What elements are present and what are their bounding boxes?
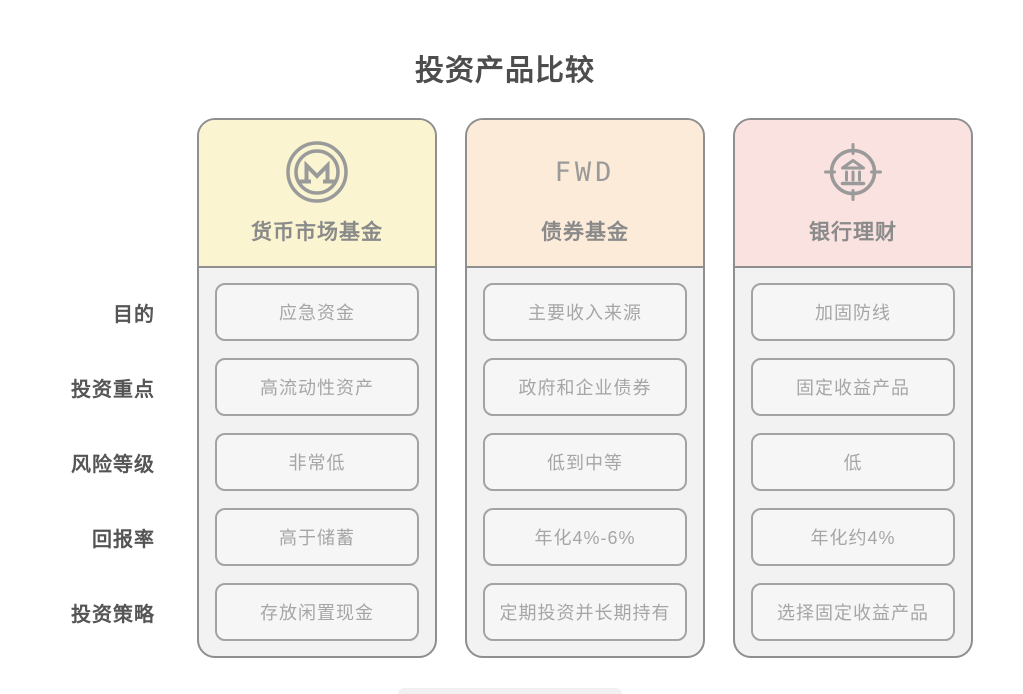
product-column-bank-wealth-management: 银行理财 加固防线 固定收益产品 低 年化约4% 选择固定收益产品 [733, 118, 973, 658]
product-body: 应急资金 高流动性资产 非常低 高于储蓄 存放闲置现金 [199, 268, 435, 656]
product-header: FWD 债券基金 [467, 120, 703, 268]
cell-purpose: 应急资金 [215, 283, 419, 341]
cell-risk-level: 非常低 [215, 433, 419, 491]
row-label-investment-strategy: 投资策略 [71, 603, 155, 626]
cell-purpose: 主要收入来源 [483, 283, 687, 341]
cell-return-rate: 高于储蓄 [215, 508, 419, 566]
page-title: 投资产品比较 [414, 55, 596, 87]
product-title: 银行理财 [809, 221, 897, 244]
row-label-return-rate: 回报率 [92, 528, 155, 551]
cell-investment-focus: 政府和企业债券 [483, 358, 687, 416]
product-body: 加固防线 固定收益产品 低 年化约4% 选择固定收益产品 [735, 268, 971, 656]
cell-return-rate: 年化约4% [751, 508, 955, 566]
cell-risk-level: 低到中等 [483, 433, 687, 491]
row-label-purpose: 目的 [113, 303, 155, 326]
cell-risk-level: 低 [751, 433, 955, 491]
cell-investment-focus: 高流动性资产 [215, 358, 419, 416]
product-column-money-market-fund: 货币市场基金 应急资金 高流动性资产 非常低 高于储蓄 存放闲置现金 [197, 118, 437, 658]
cell-purpose: 加固防线 [751, 283, 955, 341]
cutoff-box-top-edge [398, 688, 622, 694]
product-header: 货币市场基金 [199, 120, 435, 268]
monero-circle-m-icon [285, 140, 349, 204]
row-label-investment-focus: 投资重点 [71, 378, 155, 401]
product-column-bond-fund: FWD 债券基金 主要收入来源 政府和企业债券 低到中等 年化4%-6% 定期投… [465, 118, 705, 658]
row-label-risk-level: 风险等级 [71, 453, 155, 476]
bank-target-icon [821, 140, 885, 204]
product-header: 银行理财 [735, 120, 971, 268]
product-body: 主要收入来源 政府和企业债券 低到中等 年化4%-6% 定期投资并长期持有 [467, 268, 703, 656]
cell-investment-strategy: 选择固定收益产品 [751, 583, 955, 641]
fwd-logo-text: FWD [555, 140, 616, 204]
fwd-wordmark: FWD [554, 156, 616, 188]
cell-investment-focus: 固定收益产品 [751, 358, 955, 416]
product-title: 货币市场基金 [251, 221, 383, 244]
cell-investment-strategy: 定期投资并长期持有 [483, 583, 687, 641]
product-title: 债券基金 [541, 221, 629, 244]
cell-investment-strategy: 存放闲置现金 [215, 583, 419, 641]
cell-return-rate: 年化4%-6% [483, 508, 687, 566]
